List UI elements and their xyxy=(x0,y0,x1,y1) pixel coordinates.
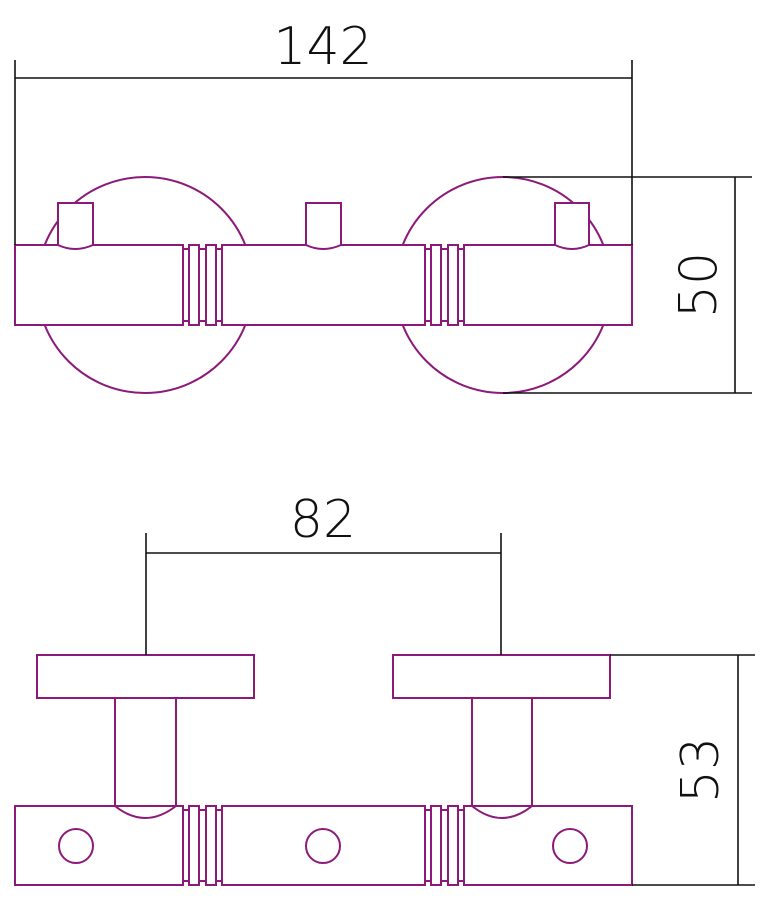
dimension-142: 142 xyxy=(14,17,633,245)
rail-groove-ring xyxy=(215,248,223,322)
rail-groove-ring xyxy=(205,805,217,886)
top-view xyxy=(14,176,633,394)
stem-joint-left xyxy=(114,805,177,819)
hook-cap-left xyxy=(36,654,255,699)
hook-top-left xyxy=(57,202,94,250)
hook-stem-right xyxy=(471,698,533,806)
rail-groove-ring xyxy=(440,809,449,882)
dimension-53: 53 xyxy=(610,654,755,886)
hook-cap-right xyxy=(392,654,611,699)
rail-bar xyxy=(14,244,633,326)
hook-top-middle xyxy=(305,202,342,250)
hook-stem-left xyxy=(114,698,177,806)
dimension-82: 82 xyxy=(145,490,502,655)
stem-joint-right xyxy=(471,805,533,819)
hook-top-right xyxy=(554,202,590,250)
rail-groove-ring xyxy=(457,809,465,882)
rail-segment xyxy=(221,805,426,886)
rail-bar-side xyxy=(14,805,633,886)
bottom-view xyxy=(14,654,633,886)
dimension-50: 50 xyxy=(503,176,752,394)
screw-hole-left xyxy=(58,828,94,864)
screw-hole-middle xyxy=(305,828,341,864)
rail-groove-ring xyxy=(198,809,207,882)
dimension-label-50: 50 xyxy=(669,252,729,318)
rail-groove-ring xyxy=(188,805,200,886)
dimension-label-82: 82 xyxy=(290,490,356,550)
rail-groove-ring xyxy=(430,805,442,886)
rail-segment xyxy=(14,805,184,886)
dimension-label-53: 53 xyxy=(671,737,731,803)
screw-hole-right xyxy=(552,828,588,864)
rail-segment xyxy=(463,805,633,886)
dimension-label-142: 142 xyxy=(273,17,372,77)
rail-groove-ring xyxy=(457,248,465,322)
rail-groove-ring xyxy=(215,809,223,882)
rail-groove-ring xyxy=(447,805,459,886)
